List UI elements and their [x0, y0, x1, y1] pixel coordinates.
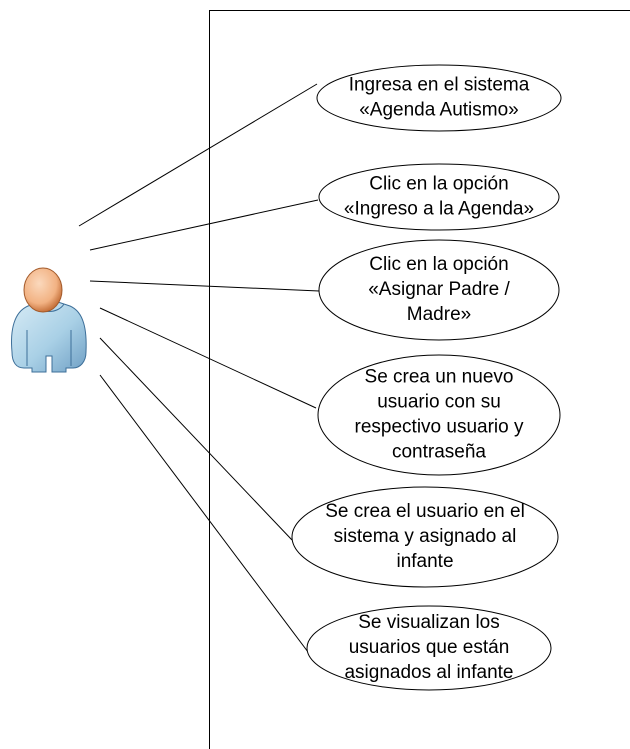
use-case-label-line: sistema y asignado al: [334, 526, 517, 547]
use-case-ellipse: [318, 163, 560, 231]
use-case-label-line: asignados al infante: [344, 662, 513, 683]
use-case-label-line: «Agenda Autismo»: [359, 100, 519, 121]
user-person-icon: [11, 267, 87, 373]
association-line-3: [89, 280, 320, 292]
association-line-5: [99, 337, 293, 541]
use-case-label-line: Clic en la opción: [369, 174, 508, 195]
actor-head: [23, 267, 63, 313]
use-case-label-line: Se crea el usuario en el: [325, 501, 525, 522]
association-line-4: [99, 307, 317, 409]
association-line-6: [99, 374, 309, 653]
use-case-ellipse: [306, 605, 552, 691]
use-case-ellipse: [318, 239, 560, 341]
use-case-ellipse: [291, 486, 559, 588]
use-case-label-line: Se crea un nuevo: [365, 367, 514, 388]
use-case-6: Se visualizan los usuarios que están asign…: [306, 605, 552, 691]
use-case-label-line: infante: [396, 551, 453, 572]
use-cases: Ingresa en el sistema «Agenda Autismo» Cli…: [291, 64, 562, 691]
use-case-ellipse: [317, 354, 561, 476]
use-case-label-line: Madre»: [407, 304, 471, 325]
use-case-1: Ingresa en el sistema «Agenda Autismo»: [316, 64, 562, 132]
association-line-1: [78, 83, 318, 227]
use-case-label-line: «Asignar Padre /: [368, 279, 510, 300]
use-case-4: Se crea un nuevo usuario con su respectivo…: [317, 354, 561, 476]
use-case-ellipse: [316, 64, 562, 132]
use-case-label-line: Clic en la opción: [369, 254, 508, 275]
use-case-5: Se crea el usuario en el sistema y asigna…: [291, 486, 559, 588]
use-case-3: Clic en la opción «Asignar Padre / Madre»: [318, 239, 560, 341]
association-line-2: [89, 199, 319, 251]
use-case-label-line: usuarios que están: [349, 637, 510, 658]
use-case-label-line: Se visualizan los: [358, 612, 500, 633]
use-case-label-line: contraseña: [392, 442, 486, 463]
use-case-label-line: usuario con su: [377, 392, 501, 413]
system-boundary: [209, 10, 630, 749]
use-case-label-line: Ingresa en el sistema: [349, 75, 530, 96]
actor-body: [11, 301, 87, 373]
use-case-label-line: respectivo usuario y: [355, 417, 524, 438]
use-case-2: Clic en la opción «Ingreso a la Agenda»: [318, 163, 560, 231]
association-lines: [78, 83, 320, 653]
use-case-label-line: «Ingreso a la Agenda»: [344, 199, 534, 220]
